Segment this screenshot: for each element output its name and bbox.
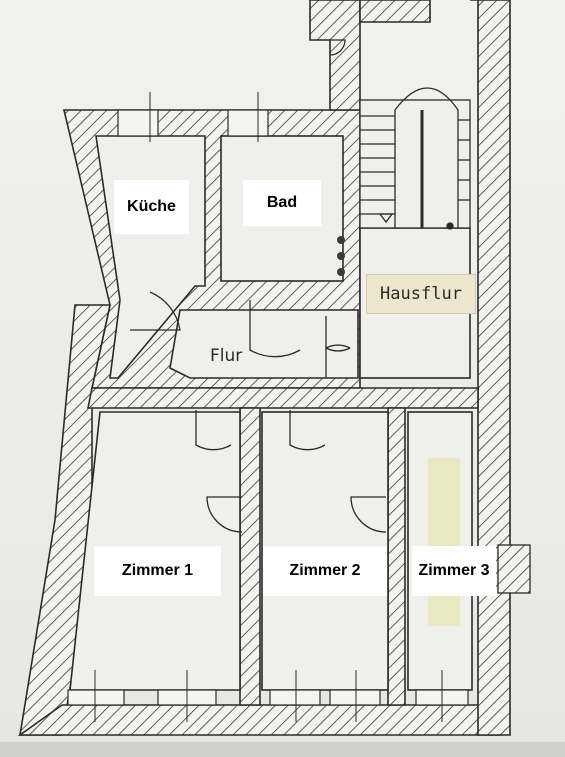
- stair-top-wall: [309, 0, 361, 111]
- room-label-hausflur: Hausflur: [366, 274, 476, 314]
- kitchen-door: [130, 291, 181, 331]
- zimmer2-side-door: [350, 496, 387, 533]
- partition-z1-z2: [239, 407, 261, 706]
- zimmer1-side-door: [206, 496, 243, 533]
- balcony-stub: [497, 544, 531, 594]
- photo-bottom-edge: [0, 742, 565, 757]
- window-ticks: [94, 92, 443, 722]
- room-label-kueche: Küche: [114, 180, 189, 234]
- hausflur-door-b: [325, 346, 351, 378]
- zimmer2-door: [289, 410, 326, 451]
- room-label-bad: Bad: [243, 180, 321, 226]
- top-door: [329, 39, 346, 56]
- zimmer2-window-b: [329, 689, 381, 706]
- windows: [67, 109, 469, 706]
- zimmer2-window-a: [269, 689, 321, 706]
- zimmer1-door: [195, 410, 232, 451]
- middle-wall: [87, 387, 479, 409]
- flur-interior: [169, 309, 359, 379]
- room-label-zimmer3: Zimmer 3: [412, 546, 496, 596]
- zimmer1-window-a: [67, 689, 125, 706]
- kitchen-window: [117, 109, 159, 137]
- bath-window: [227, 109, 269, 137]
- tape-strip: [428, 458, 460, 626]
- bath-door: [249, 300, 301, 358]
- door-swings: [130, 39, 387, 533]
- room-label-zimmer2: Zimmer 2: [263, 546, 387, 596]
- bath-fixtures: [337, 236, 345, 276]
- partition-z2-z3: [387, 407, 406, 706]
- right-outer-wall: [470, 0, 511, 736]
- bottom-outer-wall: [17, 704, 501, 736]
- room-label-flur: Flur: [210, 346, 243, 366]
- top-wall-segment: [359, 0, 431, 23]
- room-label-zimmer1: Zimmer 1: [94, 546, 221, 596]
- staircase: [359, 87, 471, 230]
